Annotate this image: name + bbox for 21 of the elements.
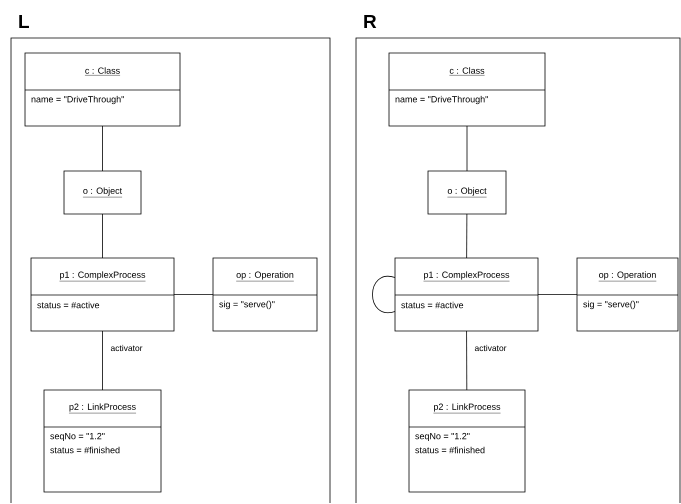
link-line	[466, 330, 468, 390]
link-line	[466, 126, 468, 172]
object-box: p2 : LinkProcess seqNo = "1.2" status = #finished	[44, 390, 162, 492]
self-loop	[372, 276, 396, 314]
object-box: p1 : ComplexProcess status = #active	[30, 258, 174, 332]
object-box: p1 : ComplexProcess status = #active	[394, 258, 538, 332]
link-line	[174, 294, 214, 295]
edge-label: activator	[474, 344, 506, 352]
object-box: op : Operation sig = "serve()"	[576, 258, 678, 332]
object-box: c : Class name = "DriveThrough"	[24, 52, 180, 126]
object-box: o : Object	[64, 170, 142, 214]
link-line	[102, 330, 103, 390]
link-line	[538, 294, 578, 295]
object-box: op : Operation sig = "serve()"	[212, 258, 318, 332]
link-line	[102, 126, 103, 172]
object-box: o : Object	[428, 170, 506, 214]
object-box: c : Class name = "DriveThrough"	[388, 52, 546, 126]
link-line	[466, 214, 468, 258]
link-line	[102, 214, 103, 258]
object-box: p2 : LinkProcess seqNo = "1.2" status = #finished	[408, 390, 526, 492]
edge-label: activator	[110, 344, 142, 352]
